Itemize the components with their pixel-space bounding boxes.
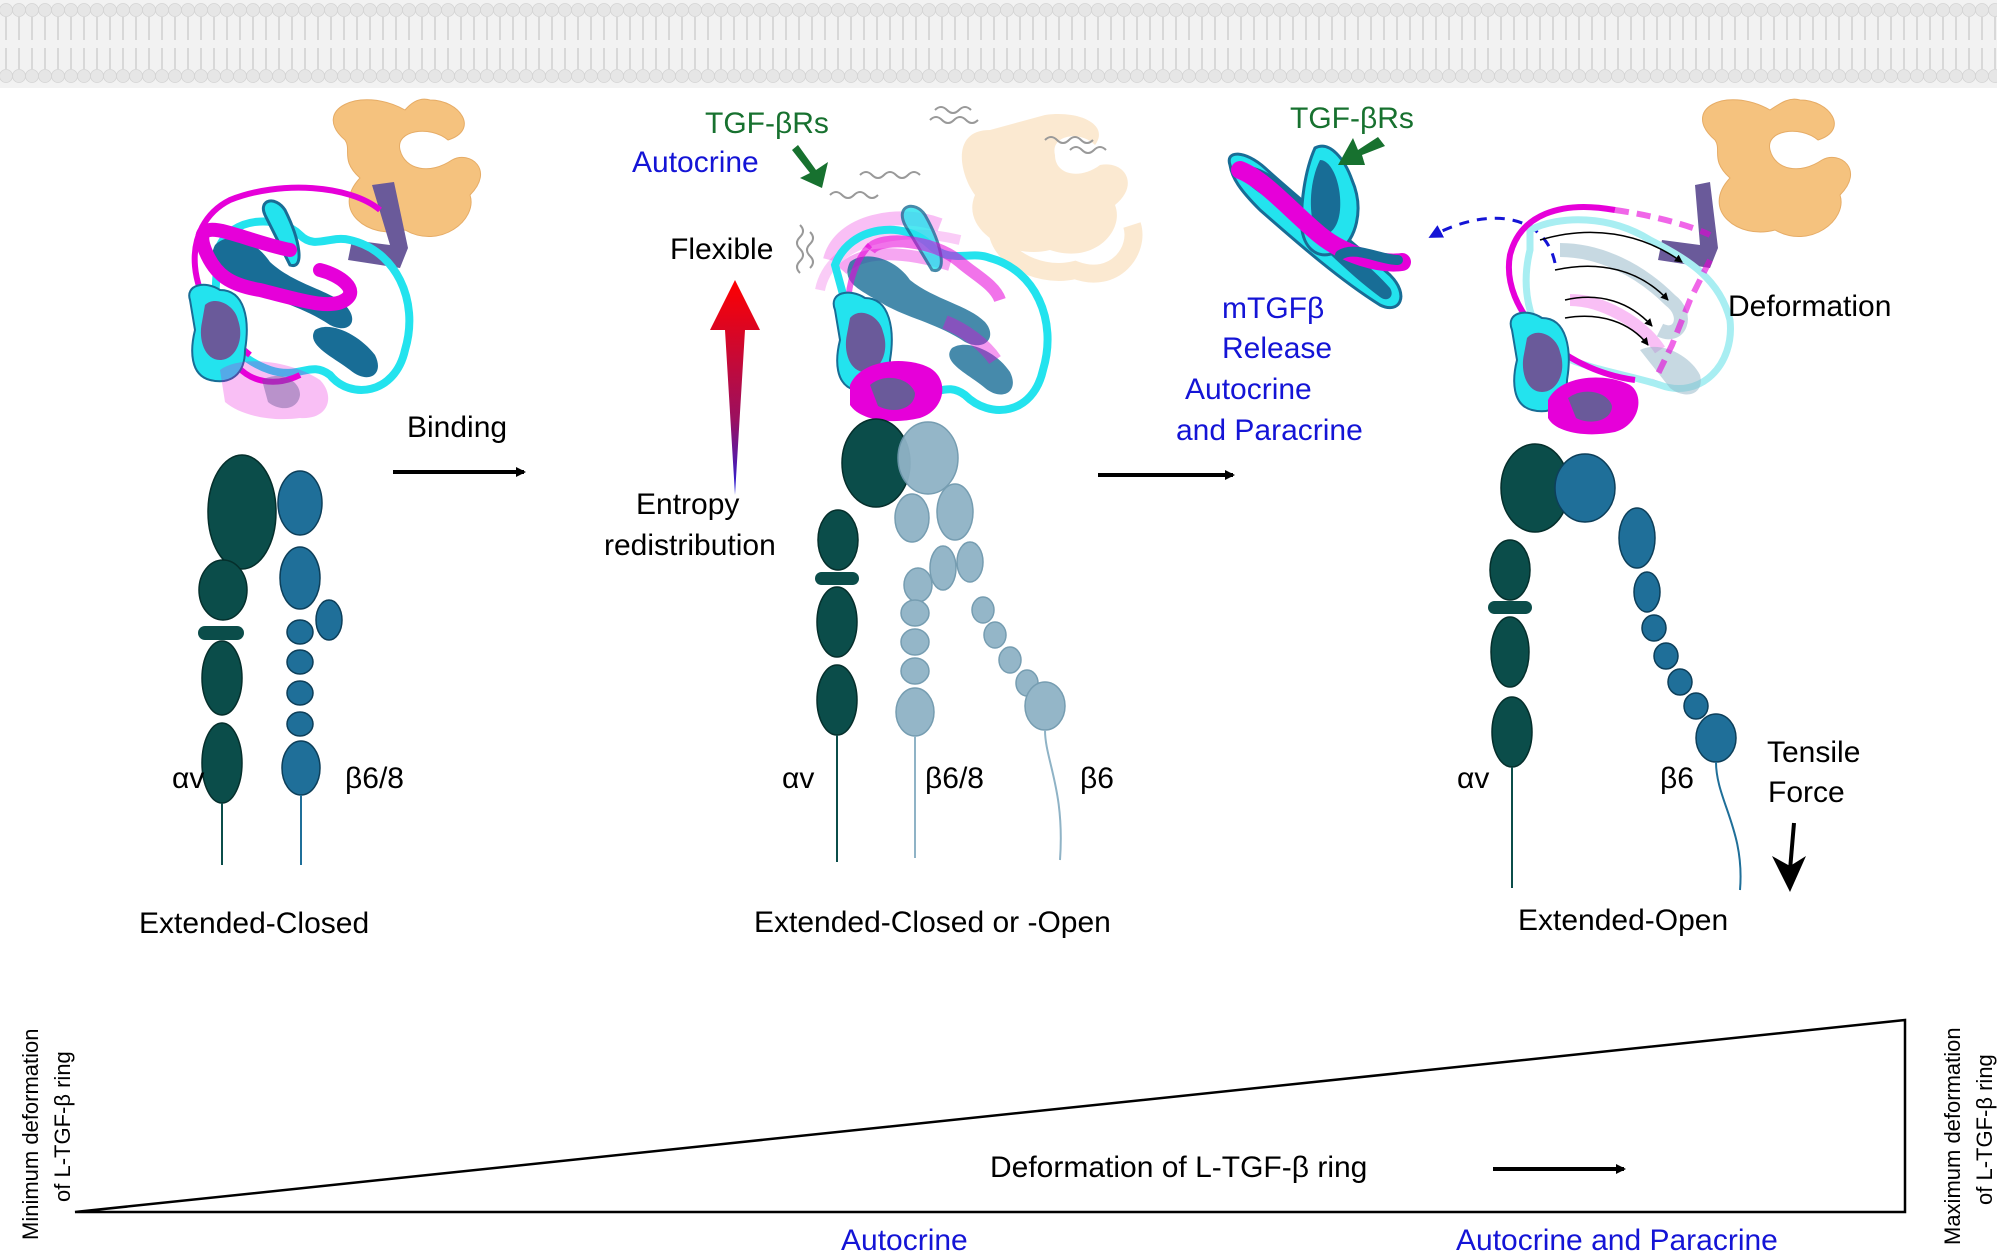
panel3-release-line-1: mTGFβ bbox=[1222, 292, 1324, 325]
released-mtgfb-icon bbox=[1227, 144, 1411, 310]
panel3-alpha-label: αv bbox=[1457, 762, 1489, 795]
panel3-deformation-label: Deformation bbox=[1728, 290, 1891, 323]
panel1-beta-label: β6/8 bbox=[345, 762, 404, 795]
panel2-receptors-label: TGF-βRs bbox=[705, 107, 829, 140]
panel2-entropy-label: Entropy bbox=[636, 488, 739, 521]
down-arrow-icon bbox=[1772, 822, 1806, 892]
scale-center-label: Deformation of L-TGF-β ring bbox=[990, 1151, 1367, 1184]
panel2-beta68-label: β6/8 bbox=[925, 762, 984, 795]
panel2-state-label: Extended-Closed or -Open bbox=[754, 906, 1111, 939]
panel3-state-label: Extended-Open bbox=[1518, 904, 1728, 937]
panel3-tensile-label: Tensile bbox=[1767, 736, 1860, 769]
panel2-redistribution-label: redistribution bbox=[604, 529, 776, 562]
entropy-gradient-arrow-icon bbox=[710, 280, 760, 495]
panel-extended-open bbox=[1227, 98, 1852, 892]
scale-min-line2: of L-TGF-β ring bbox=[50, 1051, 75, 1202]
panel2-alpha-label: αv bbox=[782, 762, 814, 795]
panel2-beta6-label: β6 bbox=[1080, 762, 1114, 795]
panel-flexible-state bbox=[710, 106, 1143, 862]
scale-max-line2: of L-TGF-β ring bbox=[1972, 1054, 1997, 1205]
panel1-state-label: Extended-Closed bbox=[139, 907, 369, 940]
panel3-release-line-3: Autocrine bbox=[1185, 373, 1312, 406]
panel-extended-closed bbox=[188, 98, 482, 865]
panel2-flexible-label: Flexible bbox=[670, 233, 773, 266]
panel3-beta6-label: β6 bbox=[1660, 762, 1694, 795]
scale-max-line1: Maximum deformation bbox=[1940, 1027, 1965, 1245]
scale-min-line1: Minimum deformation bbox=[18, 1028, 43, 1240]
panel1-alpha-label: αv bbox=[172, 762, 204, 795]
panel2-autocrine-label: Autocrine bbox=[632, 146, 759, 179]
panel3-force-label: Force bbox=[1768, 776, 1845, 809]
panel3-release-line-4: and Paracrine bbox=[1176, 414, 1363, 447]
arp-orange-c-icon bbox=[332, 98, 482, 237]
arp-orange-c-icon bbox=[1702, 98, 1852, 237]
binding-label: Binding bbox=[407, 411, 507, 444]
panel3-release-line-2: Release bbox=[1222, 332, 1332, 365]
membrane-bilayer-icon bbox=[0, 0, 1997, 88]
deformation-wedge bbox=[74, 1018, 1907, 1214]
panel3-receptors-label: TGF-βRs bbox=[1290, 102, 1414, 135]
scale-autocrine-label: Autocrine bbox=[841, 1224, 968, 1252]
scale-autocrine-paracrine-label: Autocrine and Paracrine bbox=[1456, 1224, 1778, 1252]
